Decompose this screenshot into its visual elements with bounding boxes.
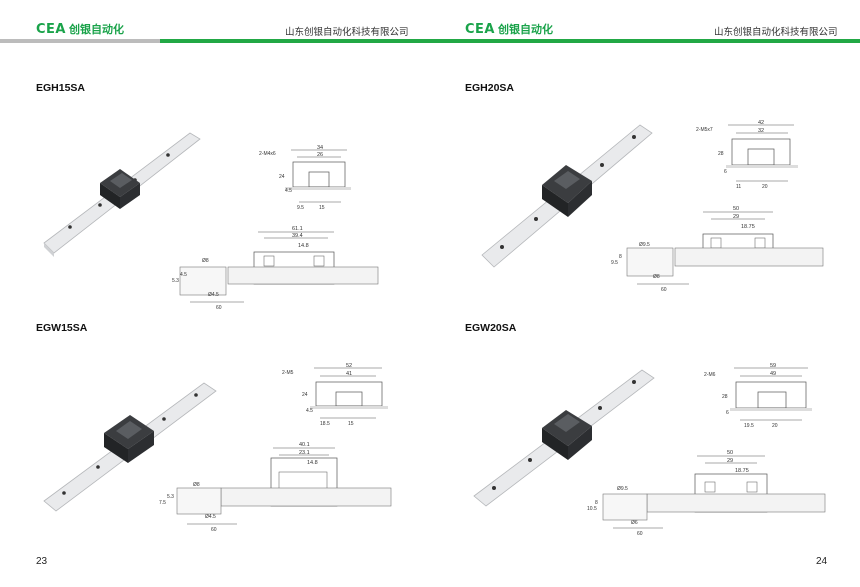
- dim-height: 28: [722, 394, 728, 400]
- dim-p: 14.8: [307, 460, 318, 466]
- page-number-left: 23: [36, 556, 48, 567]
- dim-hole: 2-M5x7: [696, 127, 713, 133]
- dim-width: 52: [346, 363, 352, 369]
- header-bar-grey: [0, 39, 160, 43]
- dim-rail-w: 10.5: [587, 506, 597, 512]
- dim-pitch: 32: [758, 128, 764, 134]
- dim-diameter: Ø8: [202, 258, 209, 264]
- dim-h2: 4.5: [285, 188, 292, 194]
- dim-hole: 2-M5: [282, 370, 294, 376]
- dim-p: 18.75: [735, 468, 749, 474]
- dim-pitch: 41: [346, 371, 352, 377]
- dim-rail-pitch: 60: [661, 287, 667, 293]
- dim-rail-w: 7.5: [159, 500, 166, 506]
- company-name-left: 山东创银自动化科技有限公司: [285, 27, 409, 38]
- company-name-right: 山东创银自动化科技有限公司: [714, 27, 838, 38]
- dim-rail-h: 8: [619, 254, 622, 260]
- dim-diameter: Ø6: [631, 520, 638, 526]
- company-logo-left: CEA 创银自动化: [36, 21, 124, 37]
- header-bar-green: [160, 39, 860, 43]
- model-title: EGW20SA: [465, 322, 517, 334]
- page-header: CEA 创银自动化 山东创银自动化科技有限公司 CEA 创银自动化 山东创银自动…: [0, 0, 860, 44]
- logo-mark: CEA: [36, 21, 66, 37]
- dim-height: 24: [279, 174, 285, 180]
- dim-hole-dia: Ø4.5: [208, 292, 219, 298]
- model-title: EGH20SA: [465, 82, 515, 94]
- logo-text: 创银自动化: [68, 23, 124, 36]
- cross-section-drawing: 52 41 2-M5 24 4.5 18.5 15: [282, 363, 388, 427]
- cross-section-drawing: 34 26 2-M4x6 24 4.5 9.5 15: [259, 145, 351, 211]
- dim-h2: 6: [724, 169, 727, 175]
- dim-rail-pitch: 60: [637, 531, 643, 536]
- side-view-drawing: 61.1 39.4 14.8 5.3 4.5 Ø8 Ø4.5 60: [172, 226, 379, 311]
- dim-hole: 2-M4x6: [259, 151, 276, 157]
- dim-hole-dia: Ø4.5: [205, 514, 216, 520]
- company-logo-right: CEA 创银自动化: [465, 21, 553, 37]
- dim-b2: 20: [772, 423, 778, 429]
- dim-rail-h: 8: [595, 500, 598, 506]
- dim-l1: 29: [727, 458, 733, 464]
- dim-height: 28: [718, 151, 724, 157]
- dim-b2: 15: [319, 205, 325, 211]
- dim-h2: 4.5: [306, 408, 313, 414]
- dim-diameter: Ø8: [193, 482, 200, 488]
- dim-l1: 39.4: [292, 233, 303, 239]
- dim-width: 34: [317, 145, 323, 151]
- dim-length: 61.1: [292, 226, 303, 232]
- dim-height: 24: [302, 392, 308, 398]
- side-view-drawing: 40.1 23.1 14.8 7.5 5.3 Ø8 Ø4.5 60: [159, 442, 392, 533]
- dim-hole-dia: Ø9.5: [617, 486, 628, 492]
- cross-section-drawing: 42 32 2-M5x7 28 6 11 20: [696, 120, 798, 190]
- dim-rail-pitch: 60: [216, 305, 222, 311]
- model-title: EGW15SA: [36, 322, 88, 334]
- dim-hole: 2-M6: [704, 372, 716, 378]
- dim-rail-h: 4.5: [180, 272, 187, 278]
- dim-width: 42: [758, 120, 764, 126]
- dim-b2: 15: [348, 421, 354, 427]
- dim-b1: 18.5: [320, 421, 330, 427]
- dim-l1: 29: [733, 214, 739, 220]
- logo-mark: CEA: [465, 21, 495, 37]
- logo-text: 创银自动化: [497, 23, 553, 36]
- dim-b1: 19.5: [744, 423, 754, 429]
- dim-p: 14.8: [298, 243, 309, 249]
- cross-section-drawing: 59 49 2-M6 28 6 19.5 20: [704, 363, 812, 429]
- dim-rail-h: 5.3: [167, 494, 174, 500]
- dim-length: 40.1: [299, 442, 310, 448]
- rail-product-image: [481, 124, 653, 268]
- dim-length: 50: [727, 450, 733, 456]
- rail-product-image: [43, 132, 201, 257]
- dim-b2: 20: [762, 184, 768, 190]
- side-view-drawing: 50 29 18.75 9.5 8 Ø9.5 Ø8 60: [611, 206, 824, 293]
- dim-h2: 6: [726, 410, 729, 416]
- dim-width: 59: [770, 363, 776, 369]
- dim-hole-dia: Ø9.5: [639, 242, 650, 248]
- rail-product-image: [473, 369, 655, 507]
- dim-rail-w: 9.5: [611, 260, 618, 266]
- dim-length: 50: [733, 206, 739, 212]
- dim-l1: 23.1: [299, 450, 310, 456]
- dim-b1: 9.5: [297, 205, 304, 211]
- page-number-right: 24: [816, 556, 828, 567]
- dim-pitch: 49: [770, 371, 776, 377]
- dim-diameter: Ø8: [653, 274, 660, 280]
- dim-rail-w: 5.3: [172, 278, 179, 284]
- dim-p: 18.75: [741, 224, 755, 230]
- side-view-drawing: 50 29 18.75 10.5 8 Ø9.5 Ø6 60: [587, 450, 826, 536]
- dim-b1: 11: [736, 184, 741, 190]
- rail-product-image: [43, 382, 217, 512]
- dim-pitch: 26: [317, 152, 323, 158]
- model-title: EGH15SA: [36, 82, 86, 94]
- dim-rail-pitch: 60: [211, 527, 217, 533]
